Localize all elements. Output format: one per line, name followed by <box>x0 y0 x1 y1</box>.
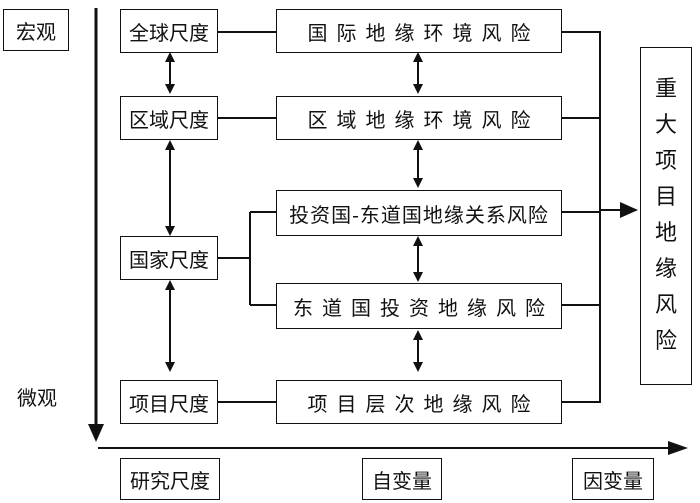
footer-dependent-variable: 因变量 <box>572 458 654 500</box>
scale-box-project: 项目尺度 <box>120 380 218 424</box>
footer-independent-variable: 自变量 <box>362 458 442 500</box>
risk-box-bilateral: 投资国-东道国地缘关系风险 <box>276 190 562 236</box>
risk-box-international: 国际地缘环境风险 <box>276 9 562 53</box>
macro-label: 宏观 <box>3 9 69 51</box>
risk-box-host-investment: 东道国投资地缘风险 <box>276 283 562 329</box>
outcome-box-major-project-risk: 重 大 项 目 地 缘 风 险 <box>640 47 692 385</box>
scale-box-national: 国家尺度 <box>120 236 218 280</box>
scale-box-global: 全球尺度 <box>120 9 218 53</box>
footer-research-scale: 研究尺度 <box>120 458 220 500</box>
scale-box-regional: 区域尺度 <box>120 96 218 140</box>
risk-box-regional: 区域地缘环境风险 <box>276 96 562 140</box>
risk-box-project: 项目层次地缘风险 <box>276 380 562 424</box>
micro-label: 微观 <box>17 385 57 410</box>
